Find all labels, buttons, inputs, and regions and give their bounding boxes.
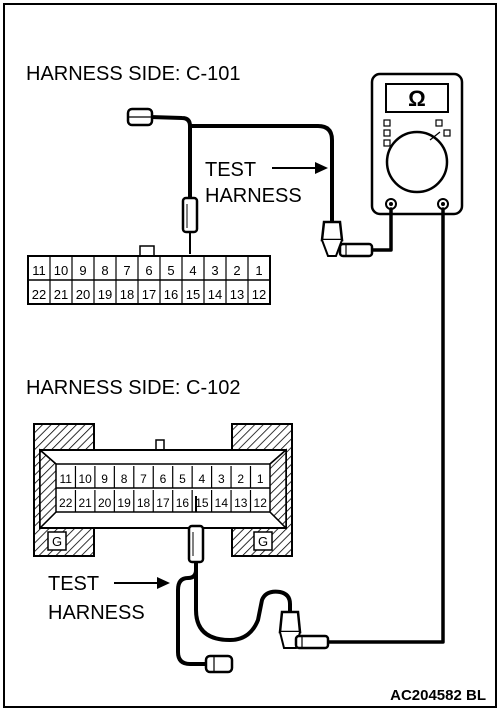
bottom-alligator-clip xyxy=(278,610,330,650)
c101-pin-20: 20 xyxy=(76,287,90,302)
c102-pin-5: 5 xyxy=(179,472,186,486)
c101-pin-4: 4 xyxy=(189,263,196,278)
figure-code: AC204582 BL xyxy=(390,687,486,704)
c101-pin-11: 11 xyxy=(32,263,46,278)
c102-pin-6: 6 xyxy=(160,472,167,486)
c101-pin-16: 16 xyxy=(164,287,178,302)
test-harness-top-label-1: TEST xyxy=(205,159,256,181)
c101-pin-7: 7 xyxy=(123,263,130,278)
bottom-probe xyxy=(187,496,205,564)
c102-pin-22: 22 xyxy=(59,496,73,510)
test-harness-bottom-label-2: HARNESS xyxy=(48,602,145,624)
c101-pin-8: 8 xyxy=(101,263,108,278)
top-harness-plug xyxy=(126,107,154,127)
c102-pin-17: 17 xyxy=(156,496,170,510)
c101-pin-14: 14 xyxy=(208,287,222,302)
c102-pin-8: 8 xyxy=(121,472,128,486)
top-alligator-clip xyxy=(320,220,374,258)
c101-pin-5: 5 xyxy=(167,263,174,278)
c102-pin-16: 16 xyxy=(176,496,190,510)
c101-pin-1: 1 xyxy=(255,263,262,278)
c101-pin-2: 2 xyxy=(233,263,240,278)
c102-pin-3: 3 xyxy=(218,472,225,486)
c102-pin-21: 21 xyxy=(78,496,92,510)
wires xyxy=(148,115,445,666)
c102-pin-12: 12 xyxy=(254,496,268,510)
c102-pin-18: 18 xyxy=(137,496,151,510)
ohm-symbol: Ω xyxy=(408,86,426,111)
c102-pin-9: 9 xyxy=(101,472,108,486)
c101-pin-15: 15 xyxy=(186,287,200,302)
c102-pin-1: 1 xyxy=(257,472,264,486)
c102-pin-11: 11 xyxy=(59,472,72,486)
c101-pin-17: 17 xyxy=(142,287,156,302)
c102-pin-19: 19 xyxy=(117,496,131,510)
harness-side-c101-label: HARNESS SIDE: C-101 xyxy=(26,63,241,85)
arrow-bottom xyxy=(114,577,170,589)
c101-pin-9: 9 xyxy=(79,263,86,278)
c102-pin-10: 10 xyxy=(78,472,92,486)
c101-pin-12: 12 xyxy=(252,287,266,302)
c101-pin-13: 13 xyxy=(230,287,244,302)
c102-pin-13: 13 xyxy=(234,496,248,510)
c101-pin-21: 21 xyxy=(54,287,68,302)
c102-pin-15: 15 xyxy=(195,496,209,510)
c101-pin-18: 18 xyxy=(120,287,134,302)
harness-side-c102-label: HARNESS SIDE: C-102 xyxy=(26,377,241,399)
ground-left-label: G xyxy=(52,534,62,549)
c102-pin-2: 2 xyxy=(237,472,244,486)
c101-pin-3: 3 xyxy=(211,263,218,278)
ground-right-label: G xyxy=(258,534,268,549)
c102-pin-7: 7 xyxy=(140,472,147,486)
c101-pin-6: 6 xyxy=(145,263,152,278)
top-probe xyxy=(181,196,199,254)
figure-frame xyxy=(3,3,497,708)
c101-pin-19: 19 xyxy=(98,287,112,302)
c101-pin-22: 22 xyxy=(32,287,46,302)
multimeter: Ω xyxy=(370,72,464,216)
bottom-harness-plug xyxy=(204,654,234,674)
test-harness-bottom-label-1: TEST xyxy=(48,573,99,595)
c101-pin-10: 10 xyxy=(54,263,68,278)
arrow-top xyxy=(272,162,328,174)
c102-pin-14: 14 xyxy=(215,496,229,510)
test-harness-top-label-2: HARNESS xyxy=(205,185,302,207)
c102-pin-4: 4 xyxy=(199,472,206,486)
meter-dial xyxy=(385,130,449,194)
c102-pin-20: 20 xyxy=(98,496,112,510)
